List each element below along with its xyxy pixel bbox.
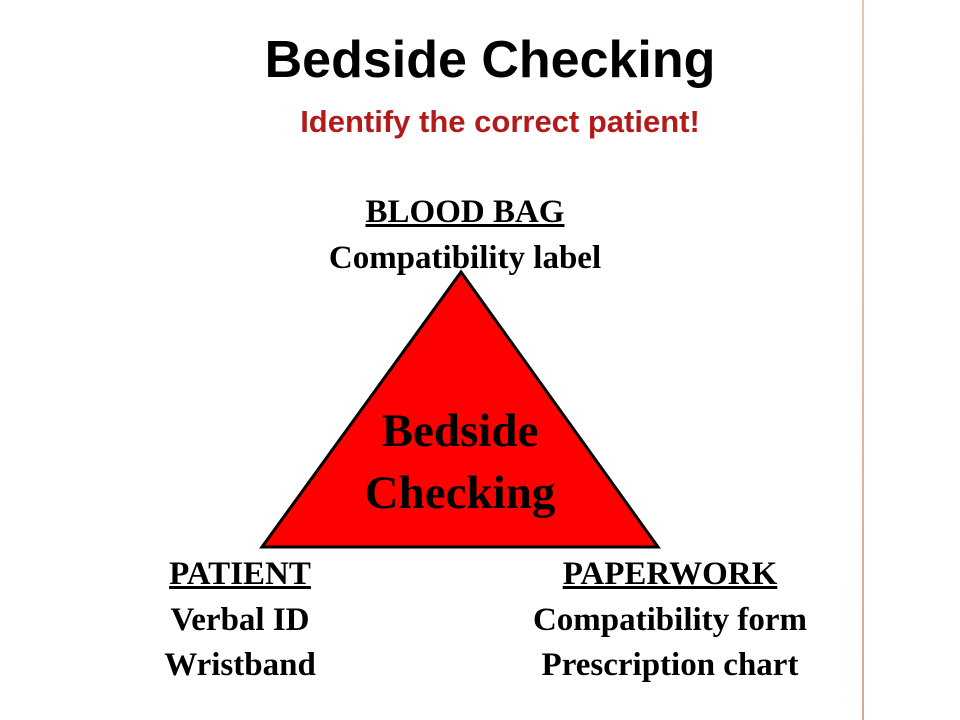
slide-title: Bedside Checking bbox=[264, 31, 716, 89]
paperwork-heading: PAPERWORK bbox=[562, 556, 778, 592]
paperwork-line-2: Prescription chart bbox=[541, 647, 799, 684]
triangle-center-label: Bedside Checking bbox=[300, 400, 620, 524]
center-line-1: Bedside bbox=[381, 405, 539, 457]
vertex-top-blood-bag: BLOOD BAG Compatibility label bbox=[280, 190, 650, 281]
paperwork-line-1: Compatibility form bbox=[532, 601, 808, 638]
right-edge-line bbox=[862, 0, 864, 720]
center-line-2: Checking bbox=[364, 467, 556, 520]
blood-bag-line-1: Compatibility label bbox=[328, 239, 602, 276]
slide-subtitle: Identify the correct patient! bbox=[300, 104, 700, 139]
bedside-checking-triangle bbox=[259, 269, 661, 549]
patient-line-1: Verbal ID bbox=[170, 601, 310, 638]
patient-line-2: Wristband bbox=[164, 647, 316, 684]
patient-heading: PATIENT bbox=[169, 556, 311, 592]
vertex-right-paperwork: PAPERWORK Compatibility form Prescriptio… bbox=[480, 552, 860, 689]
vertex-left-patient: PATIENT Verbal ID Wristband bbox=[120, 552, 360, 689]
blood-bag-heading: BLOOD BAG bbox=[365, 194, 565, 230]
